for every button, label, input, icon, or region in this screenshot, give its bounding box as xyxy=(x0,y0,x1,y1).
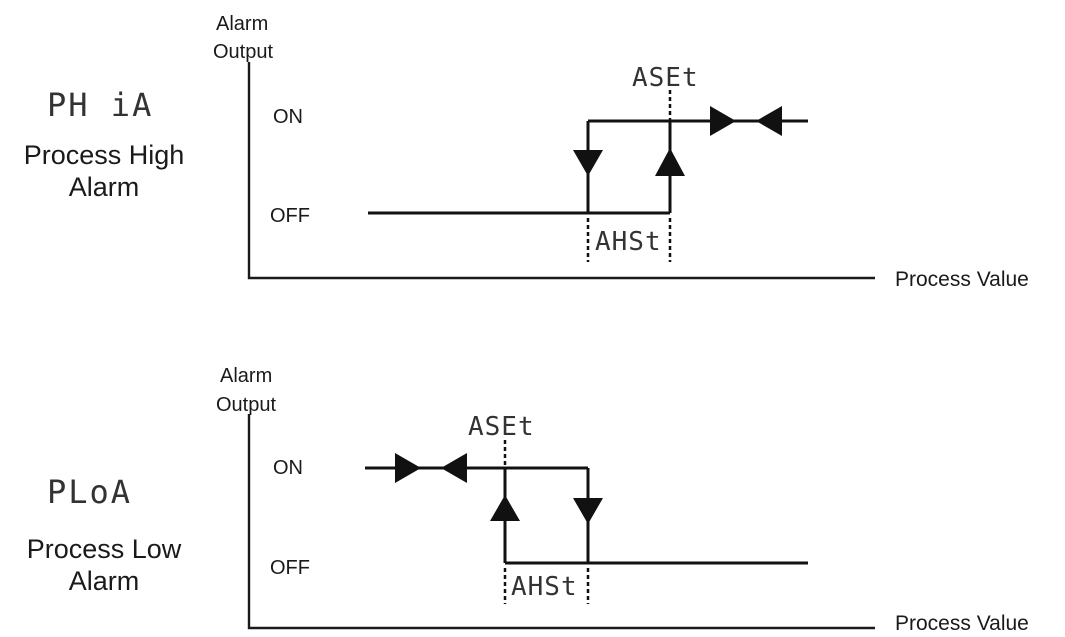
high-hysteresis-label: AHSt xyxy=(595,227,662,257)
high-up-arrow xyxy=(655,148,685,176)
high-setpoint-label: ASEt xyxy=(632,63,699,93)
high-alarm-title-line1: Process High xyxy=(24,140,185,170)
low-on-label: ON xyxy=(273,457,303,479)
high-right-arrow xyxy=(710,106,736,136)
high-off-label: OFF xyxy=(270,205,310,227)
high-on-label: ON xyxy=(273,106,303,128)
high-alarm-panel: PH iA Process High Alarm Alarm Output Pr… xyxy=(24,13,1029,291)
high-alarm-code: PH iA xyxy=(47,86,153,124)
high-x-axis-label: Process Value xyxy=(895,268,1029,291)
high-down-arrow xyxy=(573,150,603,176)
low-alarm-title-line1: Process Low xyxy=(27,534,182,564)
low-alarm-code: PLoA xyxy=(47,473,132,511)
low-left-arrow xyxy=(441,453,467,483)
high-axes xyxy=(247,62,875,280)
low-axes xyxy=(247,414,875,630)
low-y-axis-label-line2: Output xyxy=(216,394,276,416)
low-up-arrow xyxy=(490,495,520,521)
high-left-arrow xyxy=(756,106,782,136)
high-y-axis-label-line2: Output xyxy=(213,41,273,63)
high-y-axis-label-line1: Alarm xyxy=(216,13,268,35)
low-y-axis-label-line1: Alarm xyxy=(220,365,272,387)
high-alarm-title-line2: Alarm xyxy=(69,172,140,202)
low-right-arrow xyxy=(395,453,421,483)
low-setpoint-label: ASEt xyxy=(468,412,535,442)
low-off-label: OFF xyxy=(270,557,310,579)
low-alarm-title-line2: Alarm xyxy=(69,566,140,596)
low-x-axis-label: Process Value xyxy=(895,612,1029,635)
low-down-arrow xyxy=(573,498,603,524)
low-hysteresis-label: AHSt xyxy=(511,572,578,602)
low-alarm-panel: PLoA Process Low Alarm Alarm Output Proc… xyxy=(27,365,1029,635)
